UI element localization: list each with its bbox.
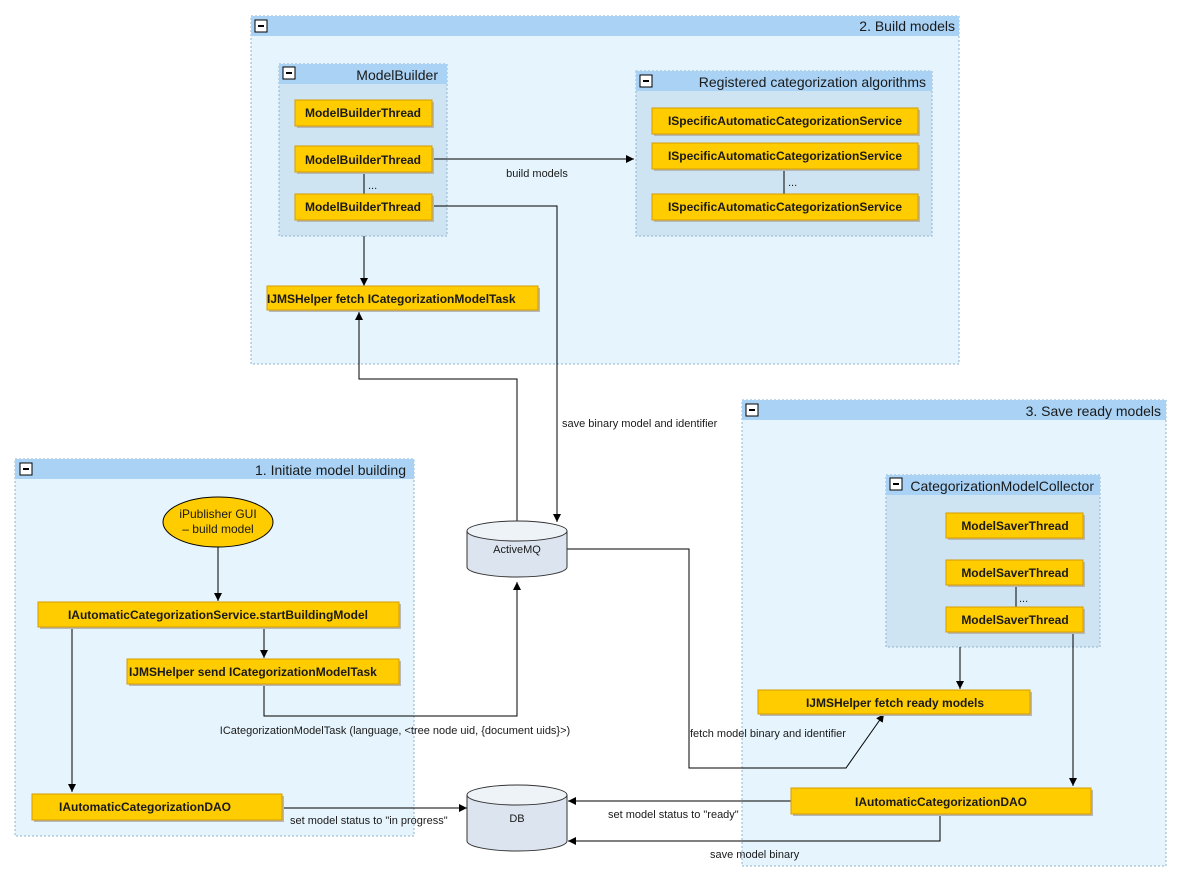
node-specific-service-3[interactable]: ISpecificAutomaticCategorizationService: [651, 193, 920, 222]
group-title-build: 2. Build models: [859, 18, 955, 34]
svg-text:IJMSHelper send ICategorizatio: IJMSHelper send ICategorizationModelTask: [129, 665, 377, 679]
node-fetch-ready-models[interactable]: IJMSHelper fetch ready models: [757, 689, 1032, 716]
svg-text:ModelSaverThread: ModelSaverThread: [961, 613, 1068, 627]
node-dao-right[interactable]: IAutomaticCategorizationDAO: [790, 787, 1093, 816]
node-fetch-model-task[interactable]: IJMSHelper fetch ICategorizationModelTas…: [266, 285, 540, 312]
collapse-icon[interactable]: [889, 477, 903, 491]
svg-text:ISpecificAutomaticCategorizati: ISpecificAutomaticCategorizationService: [668, 114, 902, 128]
svg-text:ISpecificAutomaticCategorizati: ISpecificAutomaticCategorizationService: [668, 200, 902, 214]
node-start-building-model[interactable]: IAutomaticCategorizationService.startBui…: [37, 601, 401, 629]
edge-label-ready: set model status to "ready": [608, 809, 739, 821]
svg-text:ModelBuilderThread: ModelBuilderThread: [305, 106, 421, 120]
svg-text:ISpecificAutomaticCategorizati: ISpecificAutomaticCategorizationService: [668, 149, 902, 163]
node-dao-left[interactable]: IAutomaticCategorizationDAO: [31, 793, 284, 822]
svg-text:– build model: – build model: [182, 522, 253, 536]
node-specific-service-1[interactable]: ISpecificAutomaticCategorizationService: [651, 107, 920, 136]
svg-text:IJMSHelper fetch ICategorizati: IJMSHelper fetch ICategorizationModelTas…: [267, 292, 516, 306]
node-send-model-task[interactable]: IJMSHelper send ICategorizationModelTask: [126, 658, 401, 686]
edge-dao-right-save-binary: [568, 815, 941, 845]
edge-label-build-models: build models: [506, 168, 568, 180]
node-db[interactable]: DB: [466, 784, 568, 852]
node-activemq[interactable]: ActiveMQ: [466, 520, 568, 578]
ellipsis-collector: ...: [1019, 593, 1028, 605]
svg-text:IAutomaticCategorizationDAO: IAutomaticCategorizationDAO: [855, 795, 1027, 809]
svg-text:iPublisher GUI: iPublisher GUI: [179, 507, 256, 521]
node-model-builder-thread-1[interactable]: ModelBuilderThread: [294, 99, 434, 128]
edge-label-save-model-binary: save model binary: [710, 849, 800, 861]
node-model-builder-thread-2[interactable]: ModelBuilderThread: [294, 145, 434, 174]
edge-mq-to-fetch: [355, 312, 518, 522]
node-model-saver-thread-1[interactable]: ModelSaverThread: [945, 512, 1085, 540]
group-title-initiate: 1. Initiate model building: [255, 462, 406, 478]
svg-text:ModelBuilderThread: ModelBuilderThread: [305, 200, 421, 214]
inner-title-algorithms: Registered categorization algorithms: [699, 74, 926, 90]
edge-mq-to-fetch-ready: [567, 548, 885, 769]
collapse-icon[interactable]: [639, 74, 653, 88]
node-model-builder-thread-3[interactable]: ModelBuilderThread: [294, 193, 434, 222]
ellipsis-model-builder: ...: [368, 180, 377, 192]
svg-text:IAutomaticCategorizationDAO: IAutomaticCategorizationDAO: [59, 800, 231, 814]
svg-text:IAutomaticCategorizationServic: IAutomaticCategorizationService.startBui…: [68, 608, 368, 622]
edge-send-to-mq: [263, 582, 521, 717]
collapse-icon[interactable]: [254, 19, 268, 33]
group-title-save: 3. Save ready models: [1026, 403, 1161, 419]
svg-text:DB: DB: [509, 813, 524, 825]
inner-title-collector: CategorizationModelCollector: [910, 478, 1094, 494]
edge-save-binary: [432, 205, 561, 522]
svg-text:ModelBuilderThread: ModelBuilderThread: [305, 153, 421, 167]
inner-title-model-builder: ModelBuilder: [356, 67, 438, 83]
edge-label-task-payload: ICategorizationModelTask (language, <tre…: [220, 725, 570, 737]
edge-label-fetch-binary: fetch model binary and identifier: [690, 728, 846, 740]
ellipsis-algorithms: ...: [788, 177, 797, 189]
edges: build models ... ... save binary model a…: [68, 155, 1077, 861]
node-specific-service-2[interactable]: ISpecificAutomaticCategorizationService: [651, 142, 920, 171]
node-ipublisher-gui[interactable]: iPublisher GUI – build model: [162, 496, 274, 548]
collapse-icon[interactable]: [19, 462, 33, 476]
collapse-icon[interactable]: [282, 66, 296, 80]
svg-text:ActiveMQ: ActiveMQ: [493, 544, 541, 556]
edge-label-in-progress: set model status to "in progress": [290, 815, 448, 827]
nodes: ModelBuilderThread ModelBuilderThread Mo…: [31, 99, 1093, 852]
collapse-icon[interactable]: [745, 403, 759, 417]
svg-text:ModelSaverThread: ModelSaverThread: [961, 519, 1068, 533]
node-model-saver-thread-3[interactable]: ModelSaverThread: [945, 606, 1085, 634]
node-model-saver-thread-2[interactable]: ModelSaverThread: [945, 559, 1085, 587]
svg-text:ModelSaverThread: ModelSaverThread: [961, 566, 1068, 580]
svg-text:IJMSHelper fetch ready models: IJMSHelper fetch ready models: [806, 696, 984, 710]
edge-label-save-binary: save binary model and identifier: [562, 418, 718, 430]
